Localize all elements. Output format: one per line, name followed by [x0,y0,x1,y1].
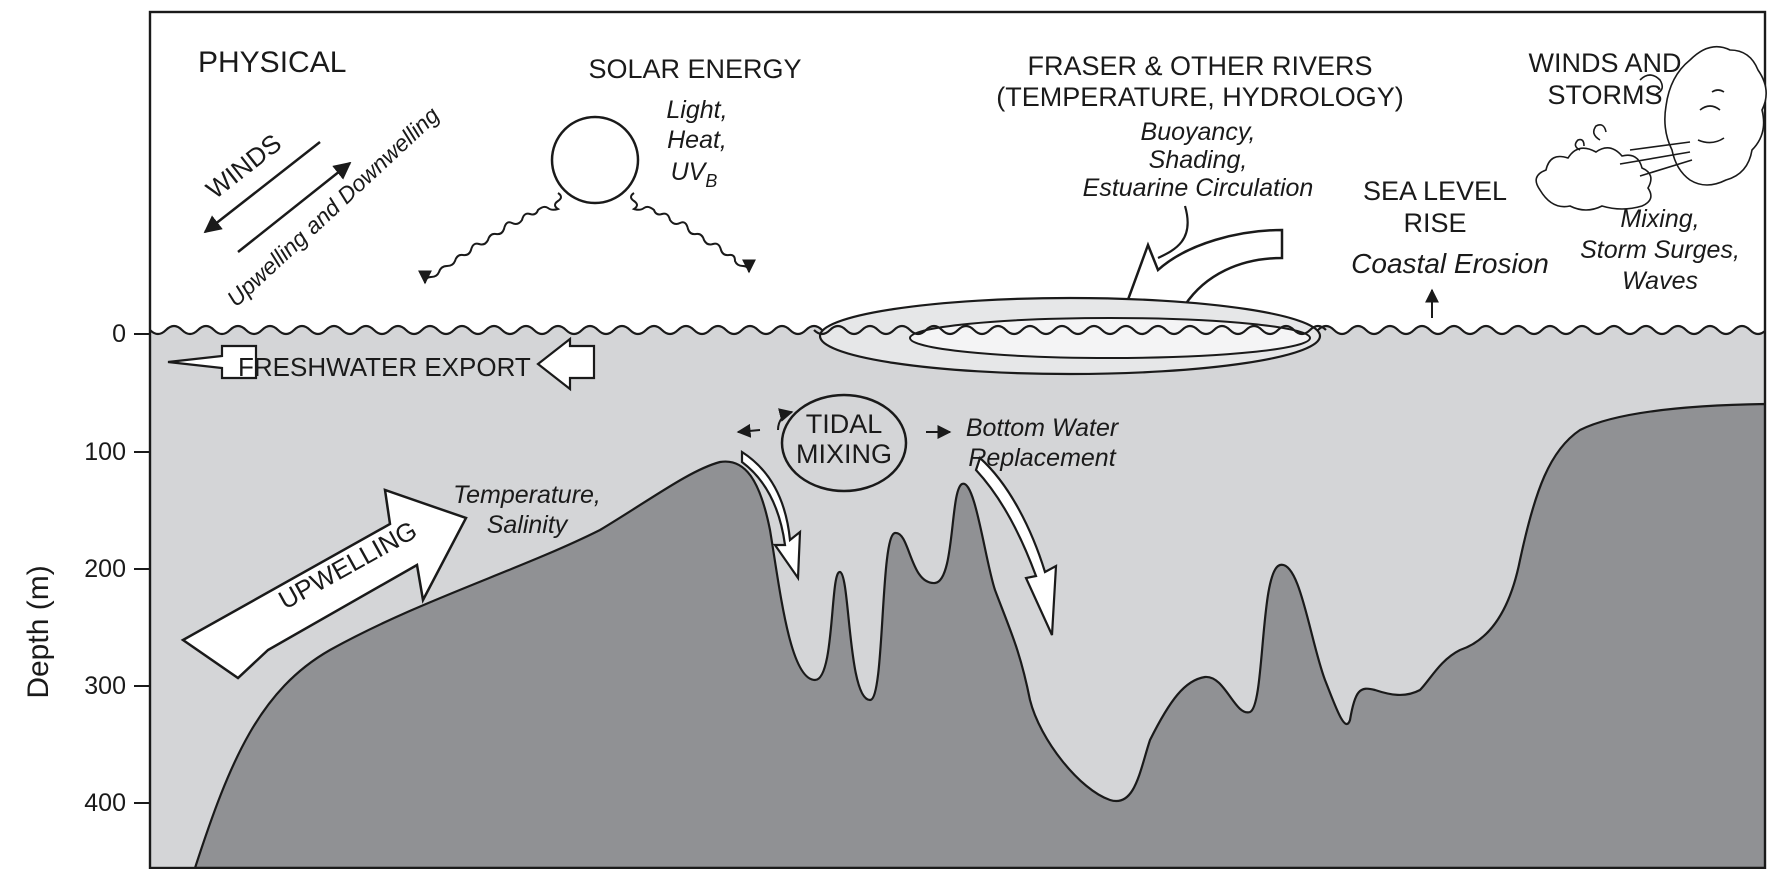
storms-effect-mixing: Mixing, [1620,205,1699,233]
winds-arrow-right [237,161,352,253]
solar-ray-left [418,192,562,285]
y-axis-ticks: 0 100 200 300 400 [84,320,150,817]
tick-label-200: 200 [84,555,126,583]
diagram-title: PHYSICAL [198,46,346,79]
export-arrow-right-shape [536,336,596,392]
tidal-mixing-group: TIDAL MIXING [736,393,952,582]
freshwater-export-group: FRESHWATER EXPORT [167,336,596,392]
tidal-mixing-ellipse [780,393,908,493]
upwelling-arrow [180,488,468,680]
bottom-water-group: Bottom Water Replacement [966,414,1120,636]
rivers-group: FRASER & OTHER RIVERS (TEMPERATURE, HYDR… [813,51,1404,376]
rivers-effect-buoyancy: Buoyancy, [1141,118,1256,146]
solar-effect-light: Light, [666,96,727,124]
solar-energy-label: SOLAR ENERGY [588,54,801,84]
tidal-mixing-label-line-1: TIDAL [806,409,883,439]
tidal-downflow-arrow-left [740,449,802,582]
rivers-label-line-1: FRASER & OTHER RIVERS [1027,51,1372,81]
solar-effect-heat: Heat, [667,126,727,154]
river-inflow-pointer [1157,205,1189,259]
upwelling-effect-salinity: Salinity [487,511,569,539]
coastal-erosion-label: Coastal Erosion [1351,248,1549,279]
storms-effect-surges: Storm Surges, [1580,236,1740,264]
tick-label-300: 300 [84,672,126,700]
solar-group: SOLAR ENERGY Light, Heat, UVB [418,54,802,285]
diagram-frame-border [148,10,1767,869]
bottom-water-label-line-2: Replacement [968,444,1116,472]
sea-level-label-line-1: SEA LEVEL [1363,176,1507,206]
freshwater-plume-inner [909,317,1311,359]
export-arrow-left [167,344,258,380]
rivers-label-line-2: (TEMPERATURE, HYDROLOGY) [996,82,1404,112]
tick-label-400: 400 [84,789,126,817]
tidal-circulation-arrow [777,408,794,431]
storms-group: WINDS AND STORMS Mixing, Storm Surges, W… [1528,45,1767,295]
seafloor [193,402,1765,868]
storms-label-line-1: WINDS AND [1528,48,1681,78]
rivers-effect-estuarine: Estuarine Circulation [1083,174,1314,202]
solar-effect-uv-subscript: B [705,171,717,191]
sun-icon [550,115,640,205]
storms-effect-waves: Waves [1622,267,1698,295]
tick-label-100: 100 [84,438,126,466]
storms-label-line-2: STORMS [1547,80,1662,110]
wind-face-cloud-icon [1535,45,1767,211]
freshwater-export-label: FRESHWATER EXPORT [238,352,531,382]
solar-effect-uv-main: UV [671,158,708,186]
solar-ray-right [630,192,756,274]
rivers-effect-shading: Shading, [1149,146,1248,174]
tidal-arrow-left [736,423,761,438]
solar-effect-uv: UVB [671,158,718,191]
bottom-water-label-line-1: Bottom Water [966,414,1120,442]
bottom-water-downflow-arrow [974,456,1058,636]
tidal-mixing-label-line-2: MIXING [796,439,892,469]
sea-level-group: SEA LEVEL RISE Coastal Erosion [1351,176,1549,318]
tick-label-0: 0 [112,320,126,348]
plume-surface-waves [813,324,1327,336]
sea-level-label-line-2: RISE [1403,208,1466,238]
winds-arrow-left [203,141,321,234]
upwelling-effect-temperature: Temperature, [453,481,601,509]
y-axis-label: Depth (m) [22,565,55,698]
